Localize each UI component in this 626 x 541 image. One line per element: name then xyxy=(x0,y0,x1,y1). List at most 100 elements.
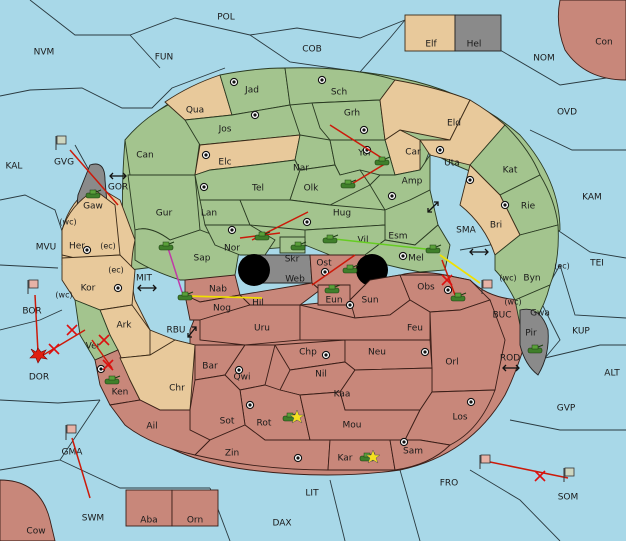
unit-4[interactable] xyxy=(254,231,271,241)
flag-gma[interactable] xyxy=(65,424,77,440)
unit-3[interactable] xyxy=(340,179,357,189)
label-Sot: Sot xyxy=(220,417,235,427)
region-Sam[interactable] xyxy=(389,439,451,471)
label-GVP: GVP xyxy=(557,404,576,414)
unit-12[interactable] xyxy=(177,291,194,301)
order-bor-dor xyxy=(34,294,39,353)
failed-order-4 xyxy=(102,359,114,371)
label-Lan: Lan xyxy=(201,209,217,219)
label-KAL: KAL xyxy=(6,162,23,172)
label-Ost: Ost xyxy=(316,259,332,269)
label-Olk: Olk xyxy=(304,184,320,194)
label-DAX: DAX xyxy=(272,519,291,529)
label-Aba: Aba xyxy=(140,516,157,526)
label-Nar: Nar xyxy=(293,164,309,174)
orders xyxy=(34,124,569,499)
label-Hel: Hel xyxy=(467,40,482,50)
region-Ail[interactable] xyxy=(109,399,211,456)
label-NVM: NVM xyxy=(34,48,55,58)
label-Byn: Byn xyxy=(523,274,540,284)
flag-fro[interactable] xyxy=(479,454,491,469)
label-Bar: Bar xyxy=(202,362,218,372)
label-Chr: Chr xyxy=(169,384,185,394)
label-Con: Con xyxy=(595,38,613,48)
unit-7[interactable] xyxy=(342,264,359,274)
failed-order-6 xyxy=(534,470,546,482)
order-grh-yor xyxy=(329,124,389,163)
label-Sap: Sap xyxy=(194,254,211,264)
supply-center-21 xyxy=(321,350,331,360)
unit-9[interactable] xyxy=(425,244,442,254)
star-rot xyxy=(289,409,305,424)
label-Her: Her xyxy=(69,242,85,252)
region-Hel[interactable] xyxy=(454,14,502,52)
label-Nil: Nil xyxy=(315,370,327,380)
label-SMA: SMA xyxy=(456,226,476,236)
flag-bor[interactable] xyxy=(27,279,39,294)
supply-center-11 xyxy=(387,191,397,201)
label-KAM: KAM xyxy=(582,193,602,203)
star-kar xyxy=(365,449,381,464)
label-NOM: NOM xyxy=(533,54,555,64)
label-ec-byn: (ec) xyxy=(554,262,570,271)
unit-2[interactable] xyxy=(374,156,391,166)
label-Elf: Elf xyxy=(425,40,437,50)
label-Ail: Ail xyxy=(146,422,157,432)
label-Los: Los xyxy=(452,413,467,423)
unit-5[interactable] xyxy=(290,241,307,251)
flag-gvg[interactable] xyxy=(55,135,67,150)
label-Nab: Nab xyxy=(209,285,227,295)
flag-buc[interactable] xyxy=(481,279,493,294)
label-SWM: SWM xyxy=(82,514,104,524)
region-Kaa[interactable] xyxy=(339,367,433,411)
region-Con[interactable] xyxy=(557,0,626,81)
unit-14[interactable] xyxy=(104,375,121,385)
label-Gwa: Gwa xyxy=(530,309,550,319)
supply-center-6 xyxy=(199,182,209,192)
label-Kor: Kor xyxy=(81,284,96,294)
supply-center-4 xyxy=(201,150,211,160)
unit-1[interactable] xyxy=(85,189,102,199)
label-Rot: Rot xyxy=(257,419,272,429)
supply-center-13 xyxy=(302,217,312,227)
region-Pir[interactable] xyxy=(519,308,549,376)
unit-11[interactable] xyxy=(158,241,175,251)
label-DOR: DOR xyxy=(29,373,49,383)
unit-10[interactable] xyxy=(450,292,467,302)
region-Elf[interactable] xyxy=(404,14,456,52)
supply-center-22 xyxy=(420,347,430,357)
order-som-fro xyxy=(489,461,569,479)
black-lake-left xyxy=(238,254,270,286)
region-Aba[interactable] xyxy=(125,489,173,527)
label-Rie: Rie xyxy=(521,202,536,212)
passage-arrow-sma xyxy=(427,201,439,213)
order-nog-hil xyxy=(184,295,263,299)
label-wc-her: (wc) xyxy=(59,218,76,227)
stars xyxy=(289,409,381,464)
order-gvg-gaw xyxy=(69,149,119,206)
label-Jad: Jad xyxy=(244,86,259,96)
supply-center-18 xyxy=(82,245,92,255)
unit-6[interactable] xyxy=(322,234,339,244)
flag-som[interactable] xyxy=(563,467,575,482)
supply-center-20 xyxy=(245,400,255,410)
region-Cow[interactable] xyxy=(0,479,56,541)
label-Orn: Orn xyxy=(187,516,203,526)
label-Yor: Yor xyxy=(357,149,372,159)
supply-center-16 xyxy=(443,285,453,295)
unit-8[interactable] xyxy=(324,284,341,294)
supply-center-23 xyxy=(466,397,476,407)
label-Skr: Skr xyxy=(285,255,300,265)
label-GMA: GMA xyxy=(62,448,84,458)
region-Neu[interactable] xyxy=(344,339,433,371)
passage-arrow-gor xyxy=(109,172,127,180)
unit-13[interactable] xyxy=(527,344,544,354)
supply-center-2 xyxy=(317,75,327,85)
passage-arrow-rbu xyxy=(187,326,197,338)
region-Orn[interactable] xyxy=(171,489,219,527)
order-yor-olk xyxy=(349,161,389,186)
label-Eld: Eld xyxy=(447,119,461,129)
label-Ver: Ver xyxy=(86,342,101,352)
label-Grh: Grh xyxy=(344,109,360,119)
label-Web: Web xyxy=(285,275,305,285)
